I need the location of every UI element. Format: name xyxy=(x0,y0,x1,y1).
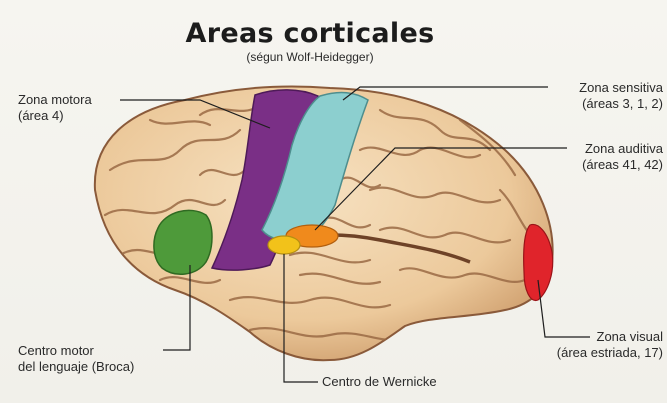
label-sensory-zone-area: (áreas 3, 1, 2) xyxy=(582,96,663,111)
broca-area-region xyxy=(153,209,213,275)
label-sensory-zone-name: Zona sensitiva xyxy=(579,80,663,95)
label-visual-zone-area: (área estriada, 17) xyxy=(556,345,663,360)
label-visual-zone-name: Zona visual xyxy=(596,329,663,344)
label-motor-zone-area: (área 4) xyxy=(18,108,64,123)
diagram-subtitle: (ségun Wolf-Heidegger) xyxy=(246,50,374,64)
label-motor-zone-name: Zona motora xyxy=(18,92,92,107)
wernicke-area-region xyxy=(267,235,301,255)
gyri-sulci-pattern xyxy=(103,103,537,341)
label-wernicke-area: Centro de Wernicke xyxy=(322,374,437,389)
broca-leader-line xyxy=(163,265,191,351)
visual-zone-region xyxy=(523,223,554,301)
diagram-title: Areas corticales xyxy=(185,18,435,49)
motor-zone-region xyxy=(210,89,319,271)
label-broca-line1: Centro motor xyxy=(18,343,94,358)
label-broca-area: Centro motor del lenguaje (Broca) xyxy=(18,343,134,375)
label-visual-zone: Zona visual (área estriada, 17) xyxy=(534,329,663,361)
sensory-leader-line xyxy=(342,86,548,101)
visual-leader-line xyxy=(537,279,590,338)
label-auditory-zone-name: Zona auditiva xyxy=(584,141,663,156)
label-auditory-zone-area: (áreas 41, 42) xyxy=(582,157,663,172)
label-motor-zone: Zona motora (área 4) xyxy=(18,92,92,124)
label-auditory-zone: Zona auditiva (áreas 41, 42) xyxy=(569,141,663,173)
leader-lines xyxy=(120,86,590,383)
label-broca-line2: del lenguaje (Broca) xyxy=(18,359,135,374)
label-sensory-zone: Zona sensitiva (áreas 3, 1, 2) xyxy=(553,80,663,112)
auditory-leader-line xyxy=(314,147,567,231)
wernicke-leader-line xyxy=(283,254,318,383)
motor-leader-line xyxy=(120,99,271,129)
